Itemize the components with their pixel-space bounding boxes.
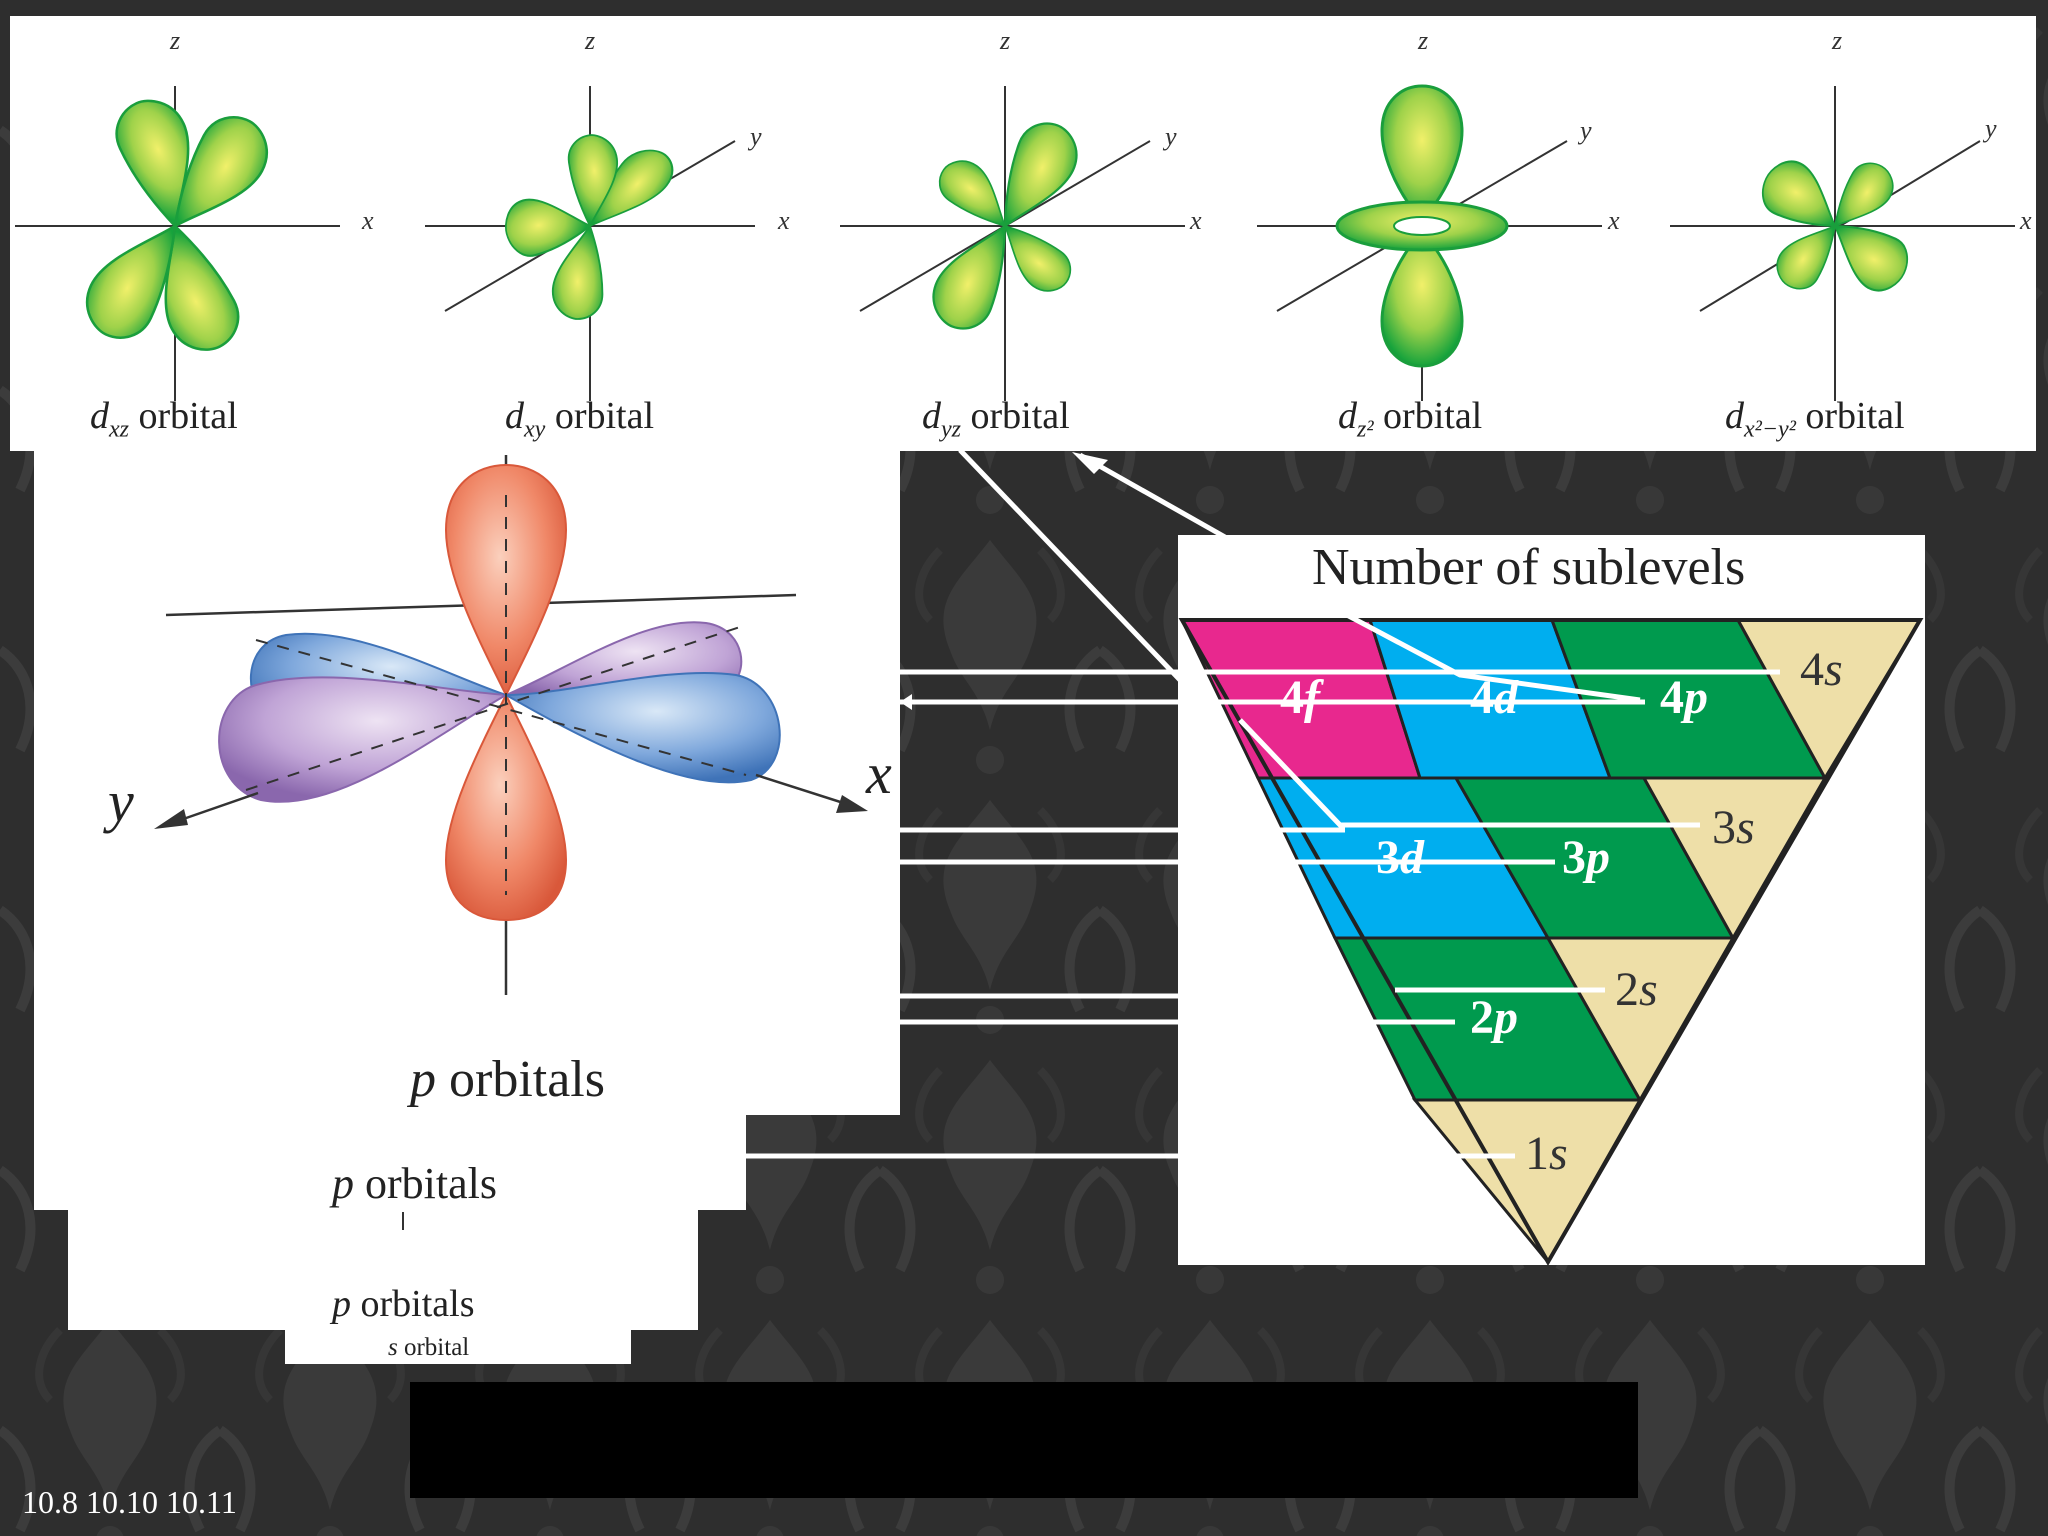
axis-label-y: y [1580,116,1592,145]
caption-tick [402,1212,404,1230]
sublevel-label-3s: 3s [1712,801,1755,854]
dz2-orbital-caption: dz² orbital [1338,395,1483,443]
p-orbitals-caption: p orbitals [410,1051,605,1108]
axis-label-y: y [1165,122,1177,151]
dx2-y2-orbital-caption: dx²−y² orbital [1725,395,1905,443]
axis-label-x: x [778,206,790,235]
axis-label-x: x [1190,206,1202,235]
dxy-orbital-figure [425,86,755,401]
axis-label-z: z [1418,26,1429,55]
p-axis-y-label: y [108,769,134,834]
d-orbitals-panel: z x z y x z y x z y x z y x dxz orbital … [10,16,2036,451]
dxy-orbital-caption: dxy orbital [505,395,655,443]
sublevel-label-4p: 4p [1660,671,1708,724]
blank-caption-bar [410,1382,1638,1498]
cell-3s [1641,776,1828,942]
sublevel-label-4s: 4s [1800,643,1843,696]
dxz-orbital-figure [15,86,340,401]
dyz-orbital-caption: dyz orbital [922,395,1070,443]
dyz-orbital-figure [840,86,1185,401]
sublevel-label-3d: 3d [1376,831,1424,884]
axis-label-x: x [362,206,374,235]
cell-1s [1411,1098,1643,1265]
p-orbitals-caption-3: p orbitals [332,1283,475,1325]
axis-label-z: z [585,26,596,55]
axis-label-z: z [1000,26,1011,55]
sublevel-label-3p: 3p [1562,831,1610,884]
dz2-orbital-figure [1257,84,1602,401]
axis-label-x: x [1608,206,1620,235]
p-axis-x-label: x [866,741,892,806]
sublevel-label-4f: 4f [1280,671,1320,724]
axis-label-x: x [2020,206,2032,235]
p-orbitals-figure [154,455,868,995]
axis-label-z: z [170,26,181,55]
dxz-orbital-caption: dxz orbital [90,395,238,443]
dx2-y2-orbital-figure [1670,86,2015,401]
axis-label-z: z [1832,26,1843,55]
section-references: 10.8 10.10 10.11 [22,1484,237,1520]
d-orbitals-figure [15,84,2015,401]
axis-label-y: y [1985,114,1997,143]
sublevel-label-2s: 2s [1615,963,1658,1016]
sublevel-label-4d: 4d [1470,671,1518,724]
s-orbital-caption: s orbital [388,1334,470,1361]
sublevel-label-1s: 1s [1525,1127,1568,1180]
sublevels-title: Number of sublevels [1312,539,1746,596]
p-orbitals-caption-2: p orbitals [332,1159,497,1208]
axis-label-y: y [750,122,762,151]
sublevel-label-2p: 2p [1470,991,1518,1044]
